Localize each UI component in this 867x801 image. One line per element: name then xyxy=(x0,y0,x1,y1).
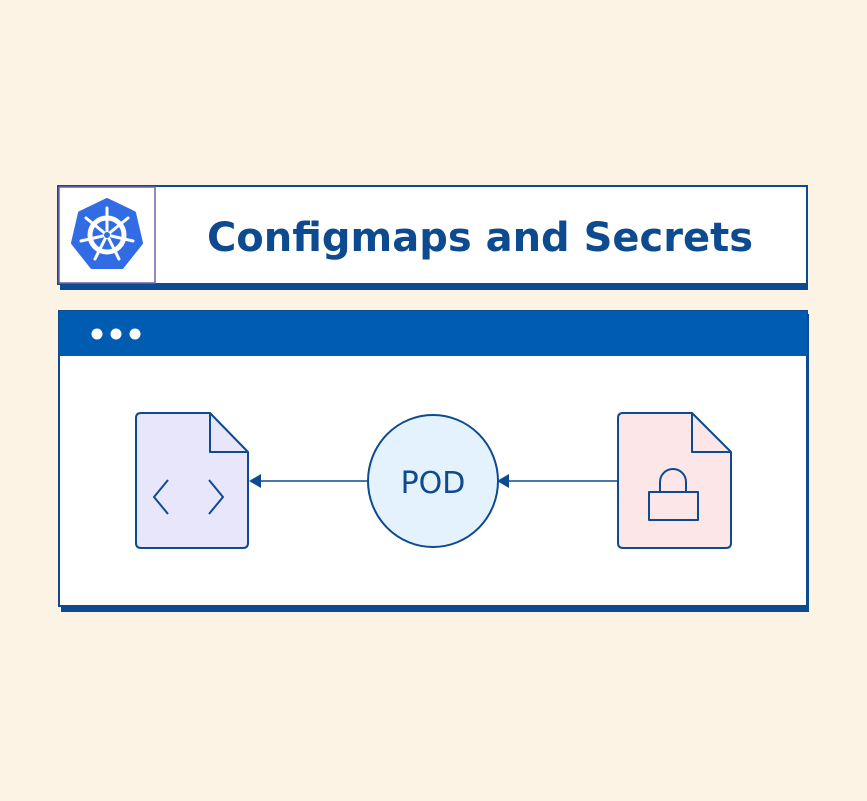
window-dots-icon xyxy=(91,328,141,340)
page-title: Configmaps and Secrets xyxy=(207,215,753,261)
kubernetes-logo-icon xyxy=(71,198,143,269)
window-header-bar xyxy=(59,311,807,356)
title-banner: Configmaps and Secrets xyxy=(57,185,808,290)
code-brackets-icon xyxy=(153,479,224,515)
lock-icon xyxy=(648,468,699,521)
configmap-file-icon xyxy=(135,412,249,549)
arrow-pod-to-configmap xyxy=(249,474,367,488)
pod-node: POD xyxy=(367,414,499,548)
arrow-secret-to-pod xyxy=(497,474,618,488)
secret-file-icon xyxy=(617,412,732,549)
pod-label: POD xyxy=(401,466,466,501)
